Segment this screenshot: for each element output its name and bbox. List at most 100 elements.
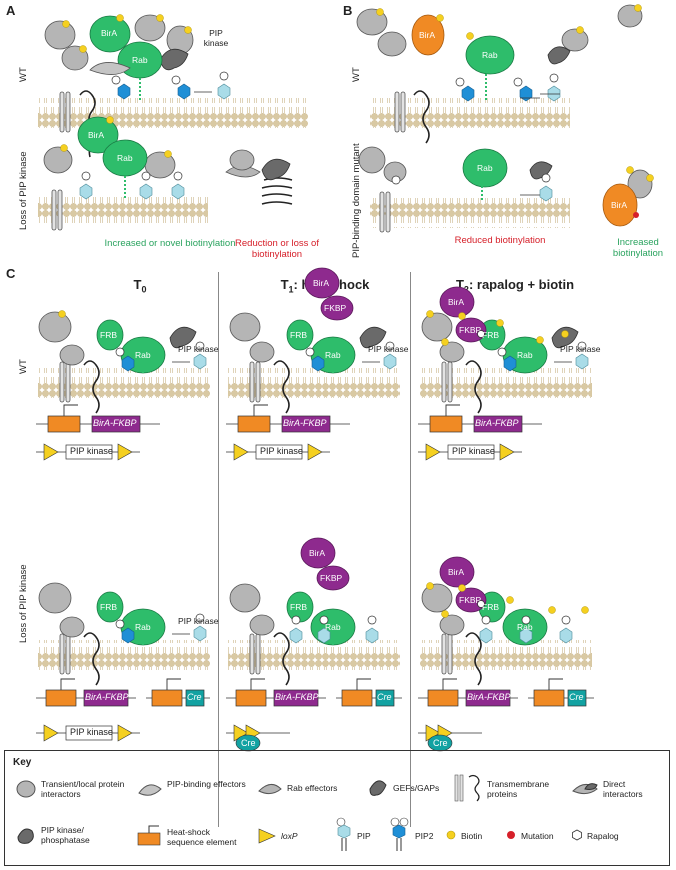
- key-label-heat-shock: Heat-shock sequence element: [167, 827, 237, 847]
- gene-cre-1: Cre: [187, 692, 202, 702]
- detached-complex: [225, 149, 261, 178]
- label-rab-a-loss: Rab: [117, 153, 133, 163]
- label-pip-kinase-c3: PIP kinase: [560, 344, 601, 354]
- panel-a-wt-proteins: [89, 15, 163, 79]
- label-rab-a: Rab: [132, 55, 148, 65]
- kinase-arrows: [172, 91, 572, 635]
- label-fkbp-c2: FKBP: [324, 303, 347, 313]
- transient-interactor-icon: [16, 780, 36, 798]
- key-label-transmembrane: Transmembrane proteins: [487, 779, 550, 799]
- label-rab-c4: Rab: [135, 622, 151, 632]
- key-label-mutation: Mutation: [521, 831, 554, 841]
- protein-cre-2: Cre: [433, 738, 448, 748]
- label-frb-c5: FRB: [290, 602, 307, 612]
- label-bira-b-mutant: BirA: [611, 200, 628, 210]
- pathway-illustration: [36, 4, 654, 752]
- label-pip-kinase-c2: PIP kinase: [368, 344, 409, 354]
- pip-kinase-icon: [17, 828, 34, 844]
- label-fkbp-c5: FKBP: [320, 573, 343, 583]
- key-label-loxp: loxP: [281, 831, 298, 841]
- gene-bira-fkbp-2: BirA-FKBP: [283, 418, 327, 428]
- label-pip-kinase-c4: PIP kinase: [178, 616, 219, 626]
- label-rab-b: Rab: [482, 50, 498, 60]
- gene-bira-fkbp-6: BirA-FKBP: [467, 692, 511, 702]
- label-bira-a: BirA: [101, 28, 118, 38]
- gef-gap-icon: [369, 780, 387, 796]
- direct-interactor-icon: [572, 783, 598, 795]
- rab-effector-icon: [258, 784, 282, 795]
- key-label-transient: Transient/local protein interactors: [41, 779, 125, 799]
- gene-pip-kinase-3: PIP kinase: [452, 446, 495, 456]
- key-box: Key Transient/local protein interactors …: [4, 750, 670, 866]
- promoter-arrows: [60, 404, 563, 690]
- gene-pip-kinase-1: PIP kinase: [70, 446, 113, 456]
- label-frb-c3: FRB: [482, 330, 499, 340]
- lipid-tethers: [124, 74, 487, 645]
- heat-shock-element-icon: [137, 825, 161, 846]
- key-label-biotin: Biotin: [461, 831, 483, 841]
- biotin-dots: [58, 4, 654, 618]
- pip-icon: [336, 817, 351, 851]
- label-bira-b: BirA: [419, 30, 436, 40]
- label-bira-c5: BirA: [309, 548, 326, 558]
- gene-bira-fkbp-3: BirA-FKBP: [475, 418, 519, 428]
- transmembrane-bars: [51, 91, 453, 675]
- key-label-rapalog: Rapalog: [587, 831, 619, 841]
- pip-lipids: [79, 71, 589, 644]
- key-label-rab-effectors: Rab effectors: [287, 783, 338, 793]
- panel-letter-a: A: [6, 3, 16, 18]
- label-pip-kinase-a: PIP kinase: [203, 28, 229, 48]
- key-label-pip-kinase: PIP kinase/ phosphatase: [41, 825, 90, 845]
- caption-reduced-a: Reduction or loss of biotinylation: [235, 238, 319, 260]
- membrane-b-mutant: [370, 198, 570, 228]
- label-rab-c2: Rab: [325, 350, 341, 360]
- gef-gap-proteins: [159, 46, 579, 349]
- label-bira-c6: BirA: [448, 567, 465, 577]
- gene-bira-fkbp-5: BirA-FKBP: [275, 692, 319, 702]
- gene-bira-fkbp-4: BirA-FKBP: [85, 692, 129, 702]
- caption-increased-b: Increased biotinylation: [612, 237, 664, 259]
- caption-increased-a: Increased or novel biotinylation: [104, 238, 236, 249]
- membrane-a-wt: [38, 98, 308, 128]
- label-bira-c3: BirA: [448, 297, 465, 307]
- panel-letter-c: C: [6, 266, 16, 281]
- gene-cre-2: Cre: [377, 692, 392, 702]
- loxp-icon: [258, 828, 276, 844]
- column-title-t0: T0: [133, 277, 147, 295]
- mutation-icon: [507, 831, 515, 839]
- label-pip-kinase-c1: PIP kinase: [178, 344, 219, 354]
- protein-cre-1: Cre: [241, 738, 256, 748]
- gene-pip-kinase-4: PIP kinase: [70, 727, 113, 737]
- gene-constructs: [36, 415, 594, 752]
- key-label-pip-binding: PIP-binding effectors: [167, 779, 246, 789]
- label-rab-c1: Rab: [135, 350, 151, 360]
- label-frb-c6: FRB: [482, 602, 499, 612]
- gene-pip-kinase-2: PIP kinase: [260, 446, 303, 456]
- label-fkbp-c3: FKBP: [459, 325, 482, 335]
- membrane-b-wt: [370, 98, 570, 128]
- label-rab-c3: Rab: [517, 350, 533, 360]
- gene-bira-fkbp-1: BirA-FKBP: [93, 418, 137, 428]
- label-rab-b-mutant: Rab: [477, 163, 493, 173]
- label-frb-c1: FRB: [100, 330, 117, 340]
- transmembrane-icon: [454, 774, 480, 802]
- label-frb-c4: FRB: [100, 602, 117, 612]
- label-rab-c6: Rab: [517, 622, 533, 632]
- biotin-icon: [446, 830, 456, 840]
- pip-binding-effector-icon: [138, 784, 162, 796]
- key-label-gef-gap: GEFs/GAPs: [393, 783, 440, 793]
- label-bira-a-loss: BirA: [88, 130, 105, 140]
- key-label-pip2: PIP2: [415, 831, 434, 841]
- label-rab-c5: Rab: [325, 622, 341, 632]
- label-frb-c2: FRB: [290, 330, 307, 340]
- key-label-direct: Direct interactors: [603, 779, 643, 799]
- rapalog: [477, 330, 485, 608]
- column-divider-2: [410, 272, 411, 827]
- membrane-a-loss: [38, 197, 208, 227]
- column-divider-1: [218, 272, 219, 827]
- rapalog-icon: [572, 829, 582, 841]
- caption-reduced-b: Reduced biotinylation: [454, 235, 546, 246]
- pip2-icon: [390, 817, 409, 851]
- panel-c-birA-fkbp: [300, 267, 487, 613]
- gene-cre-3: Cre: [569, 692, 584, 702]
